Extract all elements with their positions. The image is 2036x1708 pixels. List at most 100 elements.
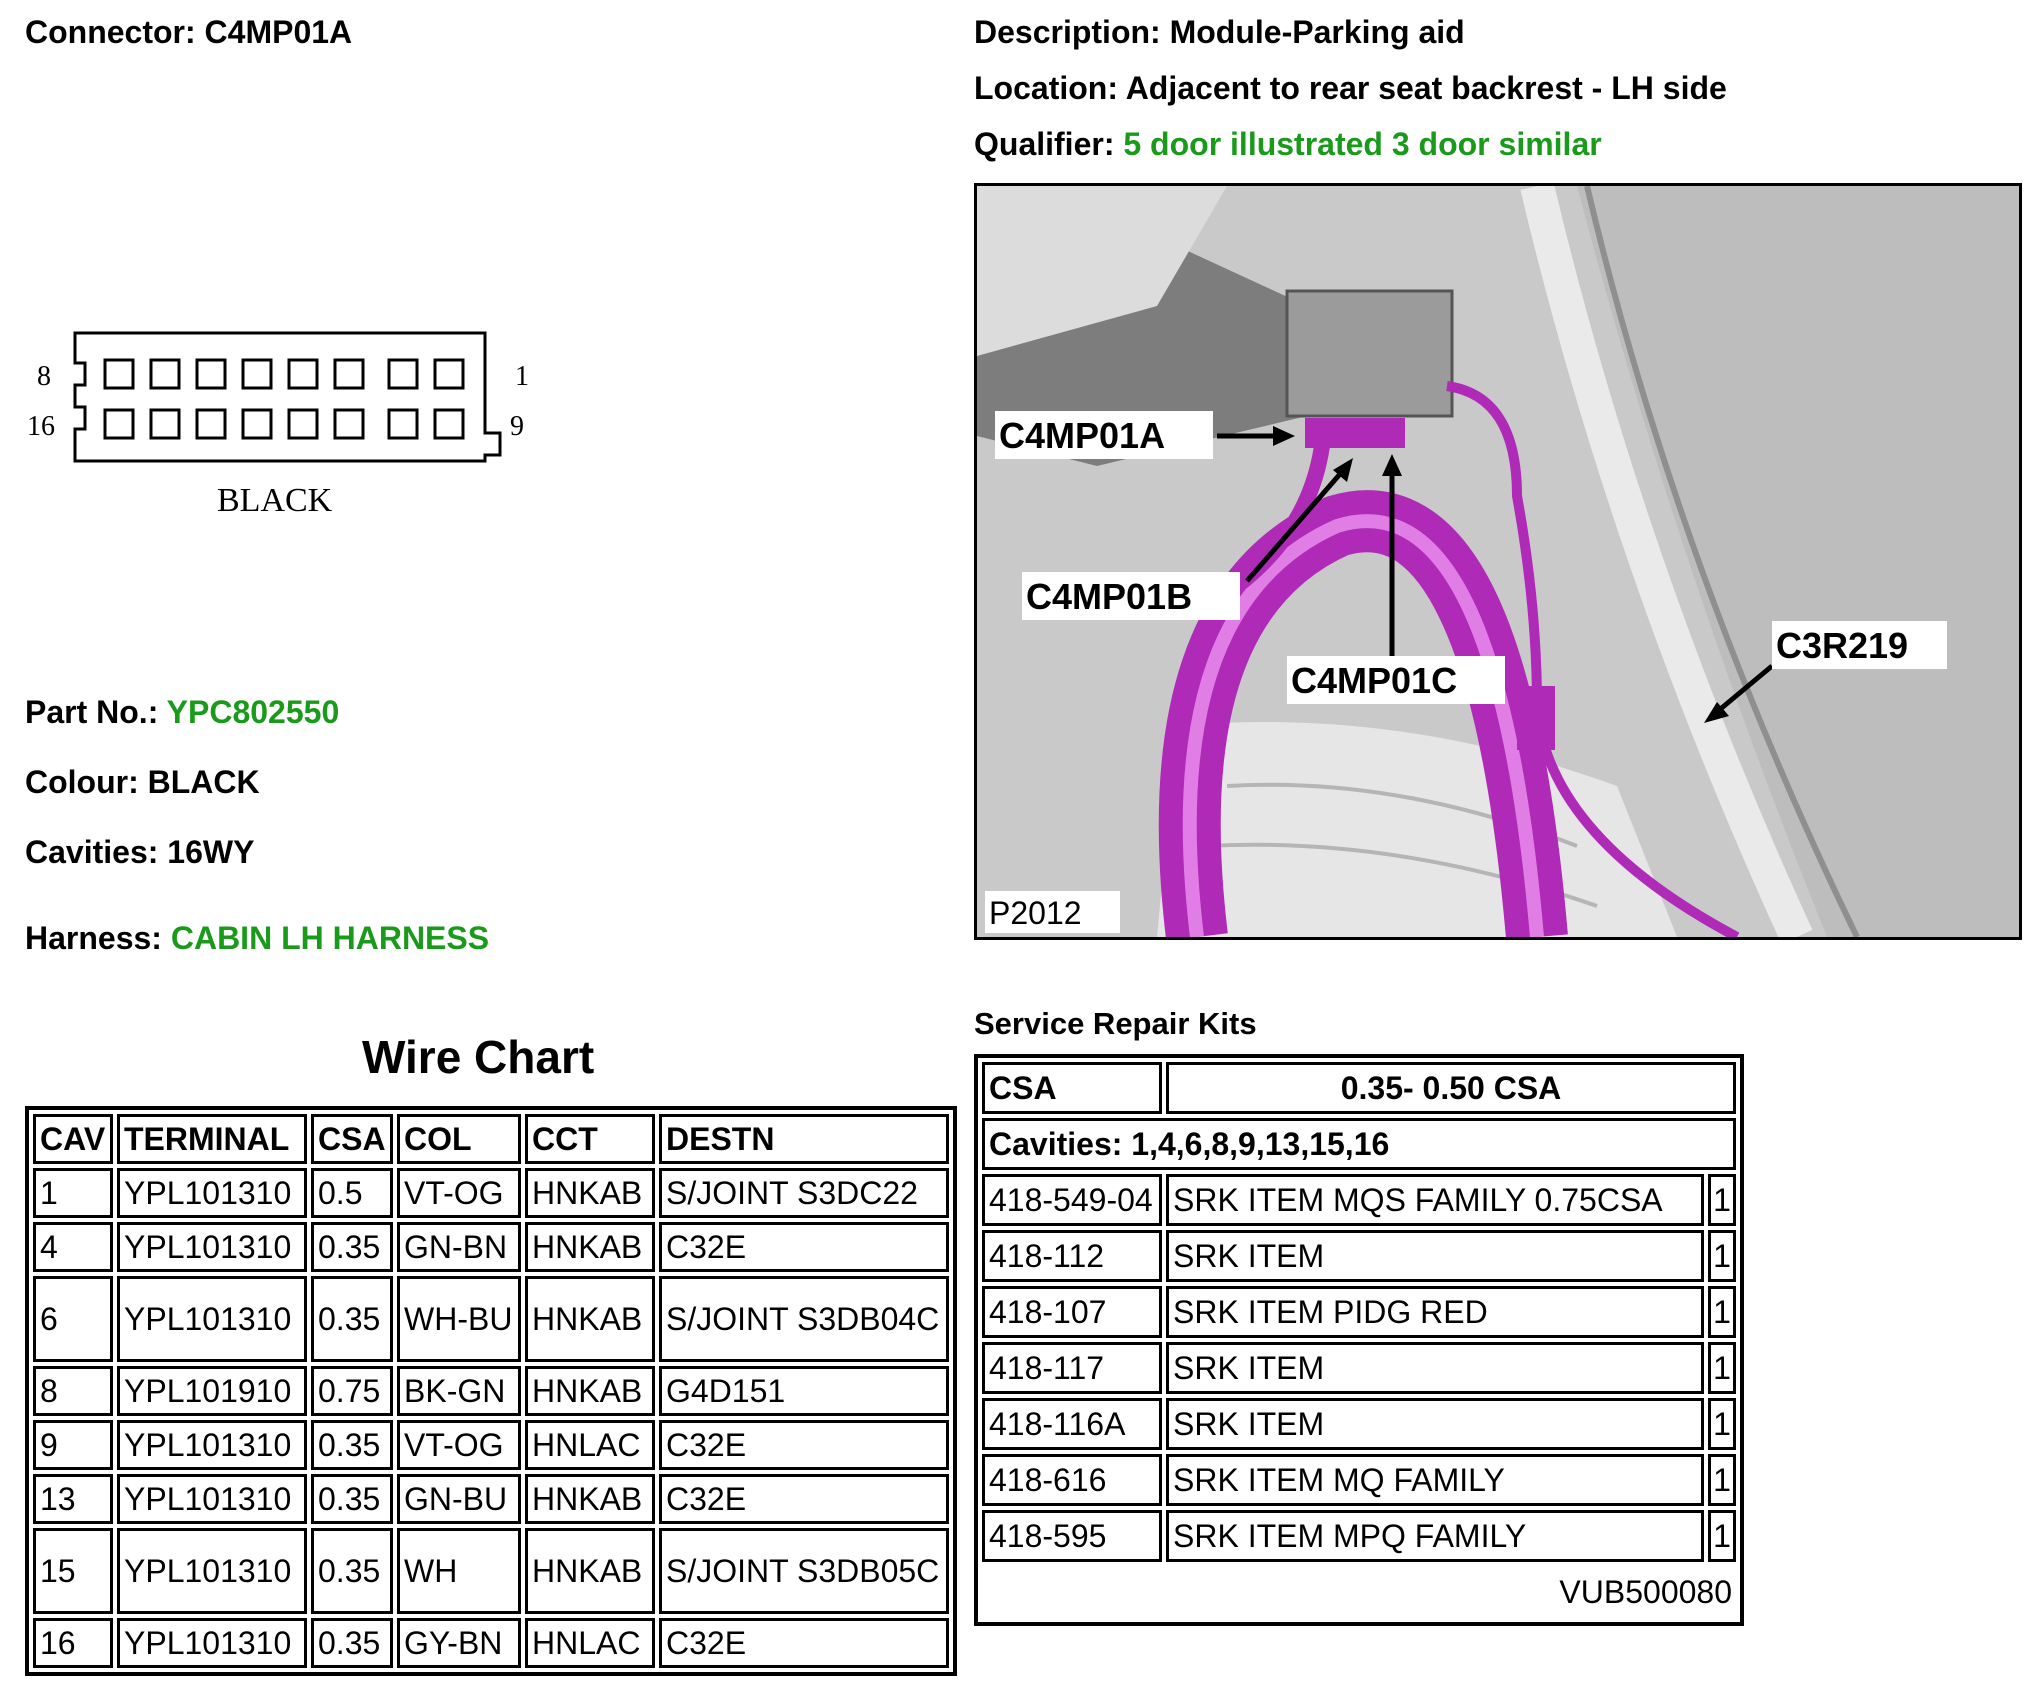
arrowhead-c3r219	[1704, 702, 1729, 723]
srk-qty: 1	[1708, 1230, 1736, 1282]
cell-cct: HNLAC	[525, 1420, 655, 1470]
cell-destn: C32E	[659, 1474, 949, 1524]
arrowhead-c4mp01c	[1382, 454, 1402, 476]
wire-header-row: CAV TERMINAL CSA COL CCT DESTN	[33, 1114, 949, 1164]
cell-destn: S/JOINT S3DB05C	[659, 1528, 949, 1614]
cell-terminal: YPL101310	[117, 1168, 307, 1218]
cell-destn: C32E	[659, 1618, 949, 1668]
c3r219-connector	[1517, 686, 1555, 750]
callout-c3r219: C3R219	[1776, 625, 1908, 666]
srk-part: 418-116A	[982, 1398, 1162, 1450]
pillar-edge	[1584, 186, 1860, 937]
cell-col: GN-BU	[397, 1474, 521, 1524]
srk-desc: SRK ITEM MPQ FAMILY	[1166, 1510, 1704, 1562]
wire-chart-title: Wire Chart	[362, 1031, 595, 1083]
cell-destn: C32E	[659, 1222, 949, 1272]
rear-panel	[1577, 186, 2019, 937]
cell-cav: 15	[33, 1528, 113, 1614]
wire-chart-table: CAV TERMINAL CSA COL CCT DESTN 1 YPL1013…	[25, 1106, 957, 1676]
cell-destn: S/JOINT S3DC22	[659, 1168, 949, 1218]
parking-aid-module	[1285, 289, 1454, 418]
pin-label-16: 16	[27, 411, 55, 442]
table-row: 418-616 SRK ITEM MQ FAMILY 1	[982, 1454, 1736, 1506]
srk-part: 418-112	[982, 1230, 1162, 1282]
connector-face-diagram: 8 1 16 9 BLACK	[27, 331, 529, 519]
part-value: YPC802550	[166, 694, 340, 730]
qualifier-value: 5 door illustrated 3 door similar	[1123, 126, 1602, 162]
srk-part: 418-117	[982, 1342, 1162, 1394]
cell-cav: 4	[33, 1222, 113, 1272]
srk-part: 418-616	[982, 1454, 1162, 1506]
srk-part: 418-107	[982, 1286, 1162, 1338]
table-row: 1 YPL101310 0.5 VT-OG HNKAB S/JOINT S3DC…	[33, 1168, 949, 1218]
cell-col: VT-OG	[397, 1168, 521, 1218]
colour-value: BLACK	[147, 764, 260, 800]
location-label: Location:	[974, 70, 1118, 106]
harness-value: CABIN LH HARNESS	[170, 920, 490, 956]
callout-c4mp01a: C4MP01A	[999, 415, 1165, 456]
callout-bg-c4mp01a	[995, 411, 1213, 459]
cavities-value: 16WY	[167, 834, 255, 870]
table-row: 16 YPL101310 0.35 GY-BN HNLAC C32E	[33, 1618, 949, 1668]
harness-label: Harness:	[25, 920, 162, 956]
connector-colour-caption: BLACK	[217, 482, 333, 519]
connector-value: C4MP01A	[204, 14, 353, 50]
pin-label-8: 8	[37, 361, 51, 392]
location-value: Adjacent to rear seat backrest - LH side	[1125, 70, 1727, 106]
srk-qty: 1	[1708, 1454, 1736, 1506]
location-line: Location: Adjacent to rear seat backrest…	[974, 70, 1727, 107]
cell-col: WH	[397, 1528, 521, 1614]
cell-col: GN-BN	[397, 1222, 521, 1272]
cell-cav: 9	[33, 1420, 113, 1470]
cell-terminal: YPL101310	[117, 1222, 307, 1272]
pin-label-9: 9	[510, 411, 524, 442]
cell-col: VT-OG	[397, 1420, 521, 1470]
table-row: 8 YPL101910 0.75 BK-GN HNKAB G4D151	[33, 1366, 949, 1416]
srk-footer-row: VUB500080	[982, 1566, 1736, 1618]
connector-outline	[73, 331, 502, 463]
arrowhead-c4mp01a	[1273, 426, 1295, 446]
cell-csa: 0.35	[311, 1420, 393, 1470]
cell-terminal: YPL101310	[117, 1618, 307, 1668]
callout-bg-c4mp01c	[1287, 656, 1505, 704]
cell-destn: S/JOINT S3DB04C	[659, 1276, 949, 1362]
cell-col: WH-BU	[397, 1276, 521, 1362]
cell-cct: HNKAB	[525, 1168, 655, 1218]
description-label: Description:	[974, 14, 1161, 50]
cell-csa: 0.35	[311, 1276, 393, 1362]
photo-reference: P2012	[989, 895, 1082, 931]
cavities-label: Cavities:	[25, 834, 159, 870]
colour-label: Colour:	[25, 764, 139, 800]
cell-cct: HNKAB	[525, 1474, 655, 1524]
header-destn: DESTN	[659, 1114, 949, 1164]
cell-cct: HNKAB	[525, 1276, 655, 1362]
table-row: 6 YPL101310 0.35 WH-BU HNKAB S/JOINT S3D…	[33, 1276, 949, 1362]
header-csa: CSA	[311, 1114, 393, 1164]
cell-cav: 8	[33, 1366, 113, 1416]
cell-destn: C32E	[659, 1420, 949, 1470]
cell-cav: 6	[33, 1276, 113, 1362]
upper-panel	[977, 186, 1227, 356]
arrow-c4mp01b	[1245, 464, 1349, 583]
part-number-line: Part No.: YPC802550	[25, 694, 339, 731]
srk-title: Service Repair Kits	[974, 1006, 1257, 1041]
table-row: 15 YPL101310 0.35 WH HNKAB S/JOINT S3DB0…	[33, 1528, 949, 1614]
srk-table: CSA 0.35- 0.50 CSA Cavities: 1,4,6,8,9,1…	[974, 1054, 1744, 1626]
cavity-grid	[103, 358, 465, 440]
cell-csa: 0.35	[311, 1618, 393, 1668]
description-line: Description: Module-Parking aid	[974, 14, 1465, 51]
srk-desc: SRK ITEM	[1166, 1230, 1704, 1282]
colour-line: Colour: BLACK	[25, 764, 260, 801]
srk-part: 418-549-04	[982, 1174, 1162, 1226]
lead-harness	[1446, 381, 1740, 937]
cell-destn: G4D151	[659, 1366, 949, 1416]
location-photo: C4MP01A C4MP01B C4MP01C C3R219 P2012	[974, 183, 2022, 940]
table-row: 418-107 SRK ITEM PIDG RED 1	[982, 1286, 1736, 1338]
qualifier-label: Qualifier:	[974, 126, 1115, 162]
cell-csa: 0.35	[311, 1528, 393, 1614]
connector-line: Connector: C4MP01A	[25, 14, 352, 51]
header-terminal: TERMINAL	[117, 1114, 307, 1164]
pillar-trim	[1520, 186, 1813, 937]
srk-qty: 1	[1708, 1398, 1736, 1450]
srk-part: 418-595	[982, 1510, 1162, 1562]
